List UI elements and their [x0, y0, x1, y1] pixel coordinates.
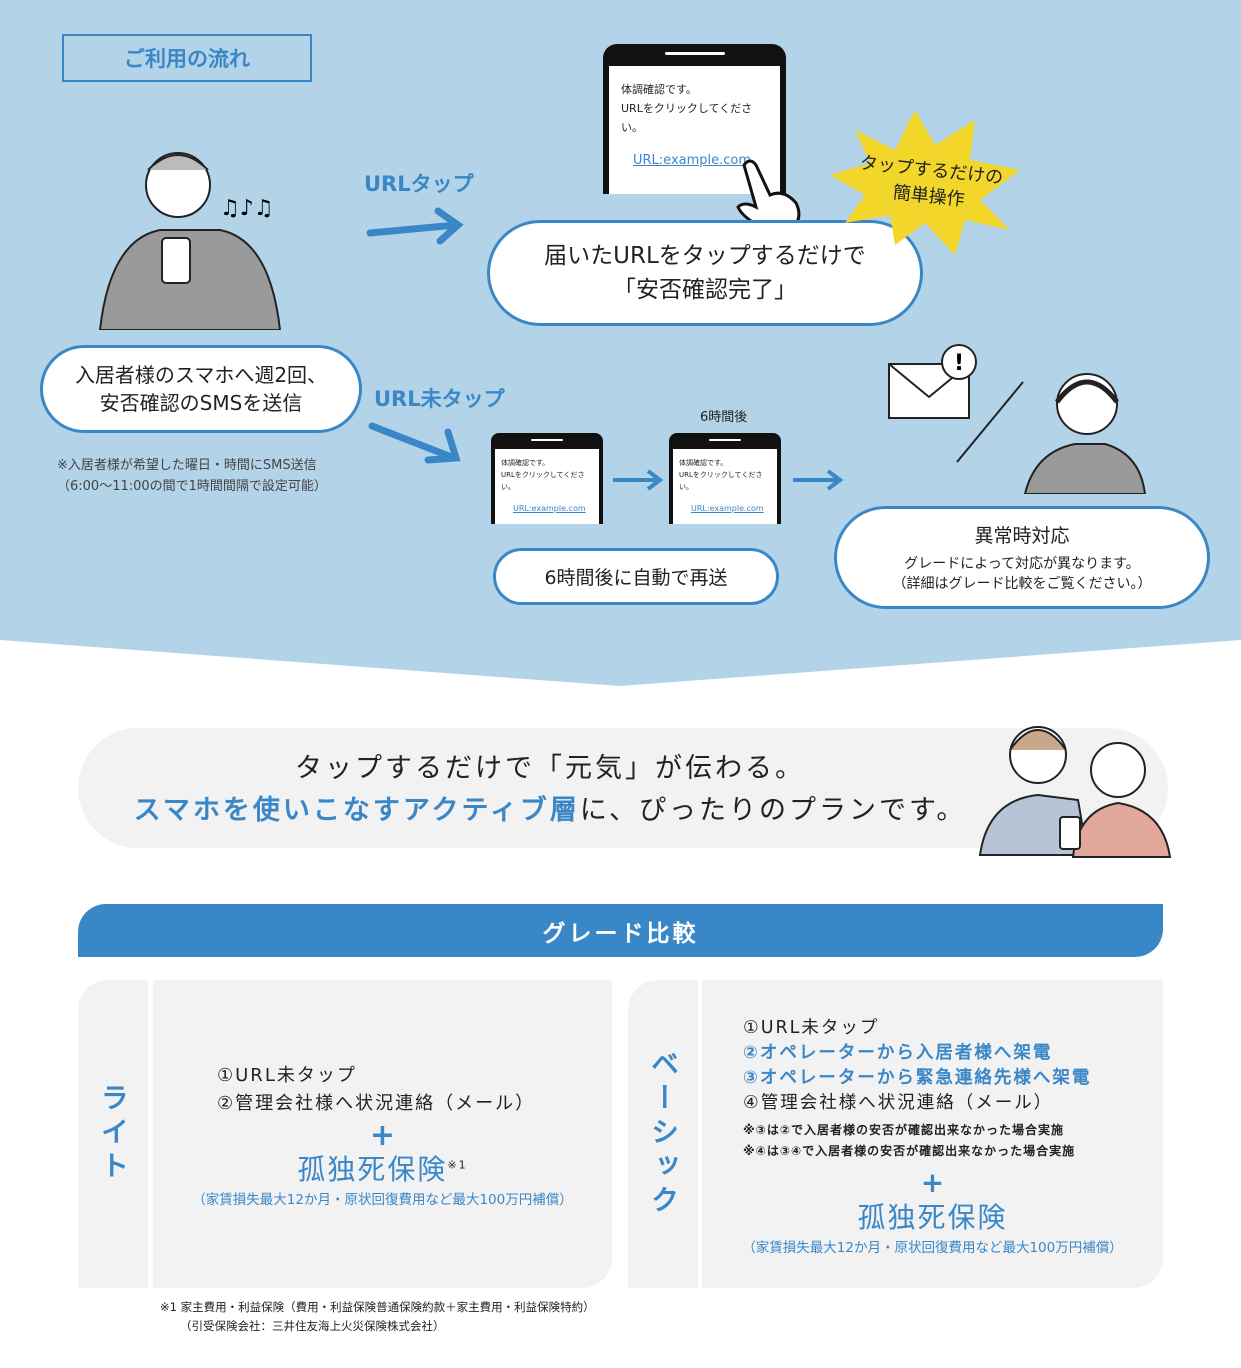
- grade-basic-label: ベーシック: [628, 980, 698, 1288]
- divider-slash: [956, 381, 1024, 463]
- grade-basic-card: ①URL未タップ ②オペレーターから入居者様へ架電 ③オペレーターから緊急連絡先…: [702, 980, 1163, 1288]
- arrow-down-right-icon: [368, 422, 461, 464]
- sms-send-bubble: 入居者様のスマホへ週2回、安否確認のSMSを送信: [40, 345, 362, 433]
- url-tap-label: URLタップ: [364, 172, 474, 196]
- sms-url-link[interactable]: URL:example.com: [691, 504, 764, 513]
- operator-illustration: [1023, 373, 1147, 494]
- tagline-banner: [78, 728, 1168, 848]
- svg-text:!: !: [954, 351, 964, 376]
- phone-sms-first: 体調確認です。URLをクリックしてください。 URL:example.com: [491, 433, 603, 524]
- elderly-man-illustration: ♫♪♫: [98, 152, 282, 330]
- grade-header: グレード比較: [78, 904, 1163, 957]
- url-no-tap-label: URL未タップ: [374, 387, 505, 411]
- six-hours-label: 6時間後: [700, 410, 748, 425]
- grade-lite-label: ライト: [78, 980, 148, 1288]
- flow-title: ご利用の流れ: [62, 34, 312, 82]
- sms-url-link[interactable]: URL:example.com: [633, 153, 752, 168]
- abnormal-response-bubble: 異常時対応 グレードによって対応が異なります。 （詳細はグレード比較をご覧くださ…: [834, 506, 1210, 609]
- arrow-right-icon: [613, 469, 664, 491]
- sms-url-link[interactable]: URL:example.com: [513, 504, 586, 513]
- svg-text:♫♪♫: ♫♪♫: [220, 196, 274, 221]
- arrow-right-icon: [793, 469, 844, 491]
- resend-bubble: 6時間後に自動で再送: [493, 548, 779, 605]
- phone-sms-second: 体調確認です。URLをクリックしてください。 URL:example.com: [669, 433, 781, 524]
- phone-sms-large: 体調確認です。URLをクリックしてください。 URL:example.com: [603, 44, 786, 194]
- tap-result-bubble: 届いたURLをタップするだけで「安否確認完了」: [487, 220, 923, 326]
- starburst-badge: [830, 110, 1020, 255]
- insurance-footnote: ※1 家主費用・利益保険（費用・利益保険普通保険約款＋家主費用・利益保険特約）（…: [160, 1300, 595, 1333]
- tagline-text: タップするだけで「元気」が伝わる。 スマホを使いこなすアクティブ層に、ぴったりの…: [133, 753, 967, 826]
- arrow-right-icon: [366, 207, 464, 245]
- schedule-note: ※入居者様が希望した曜日・時間にSMS送信（6:00〜11:00の間で1時間間隔…: [57, 458, 327, 494]
- mail-alert-icon: !: [888, 344, 977, 419]
- couple-illustration: [978, 726, 1172, 858]
- hand-pointer-icon: [736, 159, 801, 233]
